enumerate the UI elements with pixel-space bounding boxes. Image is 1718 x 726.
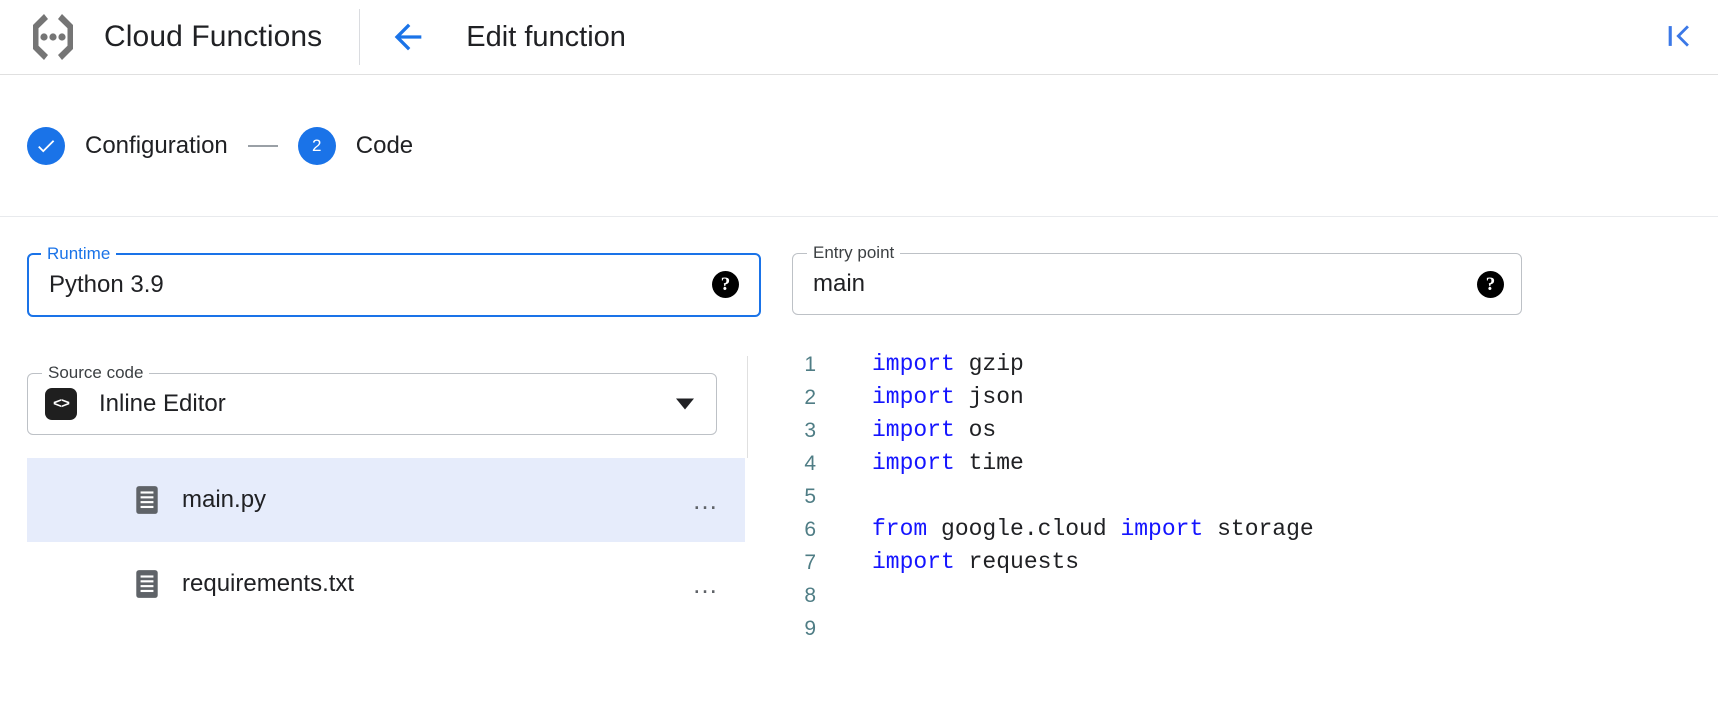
code-keyword: from	[872, 516, 927, 542]
step-configuration-label: Configuration	[85, 132, 228, 160]
code-line: 7 import requests	[748, 546, 1718, 579]
collapse-panel-icon	[1663, 19, 1697, 56]
step-code[interactable]: 2 Code	[298, 127, 413, 165]
runtime-help-icon[interactable]: ?	[712, 271, 739, 298]
code-line: 9	[748, 612, 1718, 645]
code-token: requests	[955, 549, 1079, 575]
code-text: import time	[872, 447, 1024, 480]
code-line: 1 import gzip	[748, 348, 1718, 381]
brand: Cloud Functions	[24, 8, 322, 66]
file-document-icon	[134, 569, 160, 599]
file-list: main.py … requirements.txt …	[0, 458, 718, 626]
app-header: Cloud Functions Edit function	[0, 0, 1718, 75]
code-keyword: import	[872, 450, 955, 476]
code-line: 5	[748, 480, 1718, 513]
source-code-value: Inline Editor	[99, 390, 226, 418]
code-token: time	[955, 450, 1024, 476]
brand-title: Cloud Functions	[104, 20, 322, 54]
code-keyword: import	[1120, 516, 1203, 542]
entry-point-value: main	[813, 270, 865, 298]
code-editor[interactable]: 1 import gzip 2 import json 3 import os 4 impor…	[748, 348, 1718, 726]
wizard-stepper: Configuration 2 Code	[0, 75, 1718, 217]
source-code-label: Source code	[42, 363, 149, 383]
line-number: 8	[748, 579, 816, 612]
code-keyword: import	[872, 549, 955, 575]
code-text: import requests	[872, 546, 1079, 579]
collapse-panel-button[interactable]	[1656, 13, 1704, 61]
code-line: 6 from google.cloud import storage	[748, 513, 1718, 546]
code-token: storage	[1203, 516, 1313, 542]
arrow-left-icon	[388, 17, 428, 57]
file-name: requirements.txt	[182, 570, 354, 598]
code-keyword: import	[872, 351, 955, 377]
code-token: gzip	[955, 351, 1024, 377]
file-document-icon	[134, 485, 160, 515]
entry-point-help-icon[interactable]: ?	[1477, 271, 1504, 298]
chevron-down-icon[interactable]	[676, 399, 694, 410]
code-line: 8	[748, 579, 1718, 612]
code-keyword: import	[872, 384, 955, 410]
step-code-marker: 2	[298, 127, 336, 165]
step-connector	[248, 145, 278, 147]
header-divider	[359, 9, 360, 65]
code-line: 4 import time	[748, 447, 1718, 480]
line-number: 1	[748, 348, 816, 381]
code-text: import os	[872, 414, 996, 447]
file-list-item-main-py[interactable]: main.py …	[27, 458, 745, 542]
line-number: 3	[748, 414, 816, 447]
source-code-select[interactable]: Source code <> Inline Editor	[27, 373, 717, 435]
code-keyword: import	[872, 417, 955, 443]
step-configuration[interactable]: Configuration	[27, 127, 228, 165]
page-title: Edit function	[466, 21, 626, 54]
line-number: 7	[748, 546, 816, 579]
line-number: 5	[748, 480, 816, 513]
entry-point-input[interactable]: Entry point main	[792, 253, 1522, 315]
code-token: os	[955, 417, 996, 443]
entry-point-label: Entry point	[807, 243, 900, 263]
runtime-value: Python 3.9	[49, 271, 164, 299]
code-line: 3 import os	[748, 414, 1718, 447]
code-line: 2 import json	[748, 381, 1718, 414]
step-code-label: Code	[356, 132, 413, 160]
runtime-label: Runtime	[41, 244, 116, 264]
line-number: 9	[748, 612, 816, 645]
file-overflow-menu-button[interactable]: …	[692, 495, 720, 505]
code-token: google.cloud	[927, 516, 1120, 542]
file-list-item-requirements-txt[interactable]: requirements.txt …	[27, 542, 745, 626]
cloud-functions-logo	[24, 8, 82, 66]
line-number: 2	[748, 381, 816, 414]
stepper-list: Configuration 2 Code	[27, 127, 413, 165]
check-icon	[35, 135, 57, 157]
code-text: from google.cloud import storage	[872, 513, 1314, 546]
file-overflow-menu-button[interactable]: …	[692, 579, 720, 589]
file-name: main.py	[182, 486, 266, 514]
step-configuration-marker	[27, 127, 65, 165]
line-number: 4	[748, 447, 816, 480]
code-text: import gzip	[872, 348, 1024, 381]
back-button[interactable]	[384, 13, 432, 61]
code-token: json	[955, 384, 1024, 410]
file-panel: main.py … requirements.txt …	[0, 458, 748, 726]
inline-editor-code-icon: <>	[45, 388, 77, 420]
line-number: 6	[748, 513, 816, 546]
content-area: Runtime Python 3.9 ? Entry point main ? …	[0, 218, 1718, 726]
runtime-select[interactable]: Runtime Python 3.9	[27, 253, 761, 317]
code-text: import json	[872, 381, 1024, 414]
